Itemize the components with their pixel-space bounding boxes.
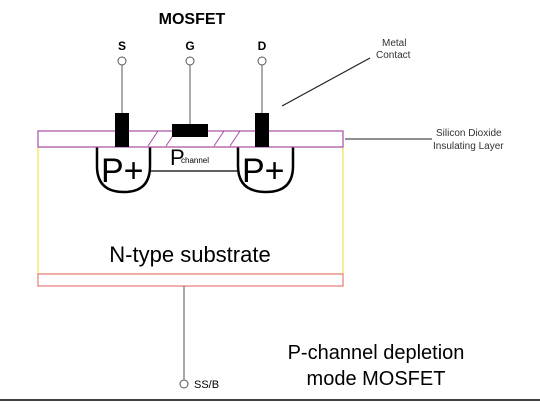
p-plus-well-left — [95, 146, 152, 194]
diagram-title: MOSFET — [159, 11, 226, 28]
metal-contact-pointer — [281, 57, 371, 107]
channel-p-label: P — [170, 145, 185, 170]
source-metal-contact — [115, 113, 129, 147]
drain-label: D — [258, 39, 267, 53]
metal-contact-label-line1: Metal — [382, 38, 406, 49]
oxide-label-line1: Silicon Dioxide — [436, 128, 502, 139]
p-plus-right-label: P+ — [242, 152, 285, 190]
caption-line1: P-channel depletion — [288, 342, 465, 364]
metal-contact-label-line2: Contact — [376, 50, 411, 61]
p-plus-left-label: P+ — [101, 152, 144, 190]
source-label: S — [118, 39, 126, 53]
drain-terminal — [257, 56, 267, 113]
caption-line2: mode MOSFET — [307, 368, 446, 390]
body-terminal — [179, 286, 189, 389]
drain-metal-contact — [255, 113, 269, 147]
substrate-label: N-type substrate — [109, 242, 270, 267]
gate-metal-contact — [172, 124, 208, 137]
channel-word-label: channel — [181, 156, 209, 165]
source-terminal — [117, 56, 127, 113]
gate-terminal — [185, 56, 195, 124]
oxide-label-line2: Insulating Layer — [433, 141, 504, 152]
gate-label: G — [185, 39, 194, 53]
body-terminal-label: SS/B — [194, 379, 219, 391]
oxide-hatch — [147, 130, 241, 147]
p-plus-well-right — [236, 146, 295, 194]
bottom-layer — [37, 273, 344, 287]
